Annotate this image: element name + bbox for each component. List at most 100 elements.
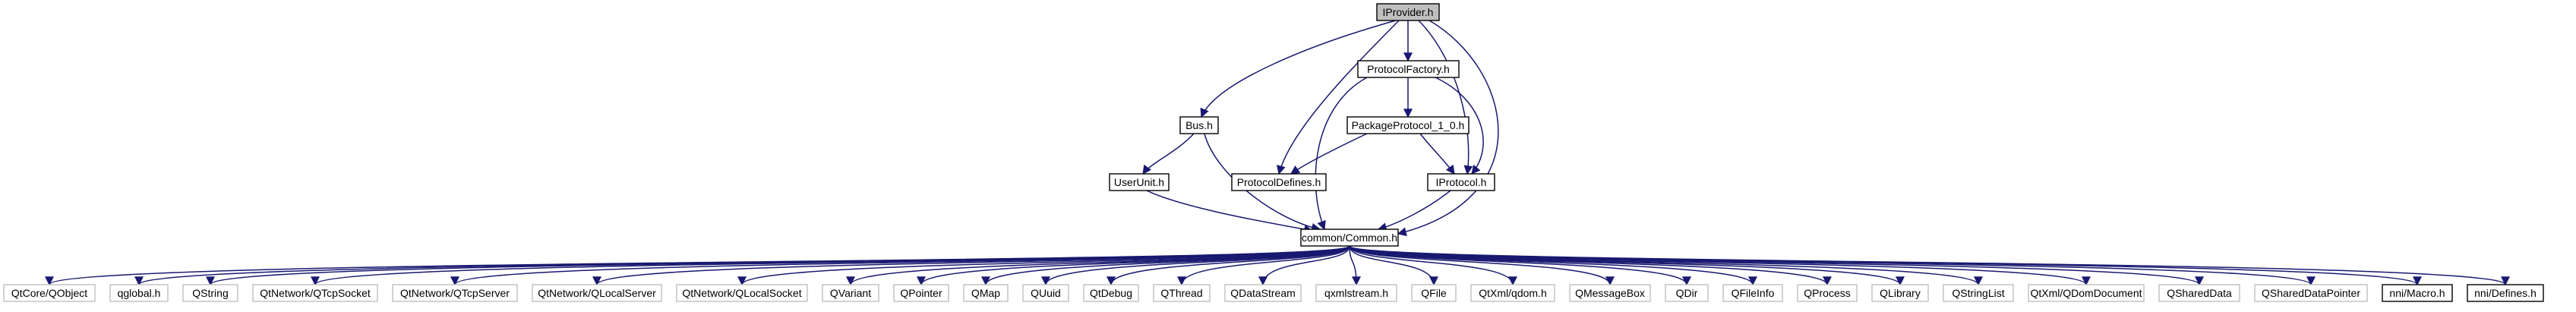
edge-common-to-qxmlstream xyxy=(1349,245,1361,286)
edge-common-to-qpointer xyxy=(917,245,1350,286)
node-label-qlocalsocket: QtNetwork/QLocalSocket xyxy=(682,287,801,299)
node-label-nnidefines: nni/Defines.h xyxy=(2474,287,2537,299)
node-box-qdom xyxy=(1470,284,1555,302)
node-box-qmessagebox xyxy=(1569,284,1651,302)
node-label-protocoldefines: ProtocolDefines.h xyxy=(1237,176,1321,188)
node-qdatastream: QDataStream xyxy=(1224,284,1302,302)
node-userunit[interactable]: UserUnit.h xyxy=(1109,173,1170,191)
node-label-qstringlist: QStringList xyxy=(1952,287,2004,299)
node-label-protocolfactory: ProtocolFactory.h xyxy=(1367,63,1450,75)
node-label-qpointer: QPointer xyxy=(900,287,942,299)
node-box-packageprotocol xyxy=(1346,116,1470,134)
node-label-qprocess: QProcess xyxy=(1804,287,1850,299)
edge-iprovider-to-common xyxy=(1397,20,1499,237)
node-box-qdomdocument xyxy=(2028,284,2145,302)
node-qmap: QMap xyxy=(963,284,1009,302)
node-nnidefines[interactable]: nni/Defines.h xyxy=(2467,284,2544,302)
edge-userunit-to-common xyxy=(1146,190,1314,234)
node-box-nnimacro xyxy=(2382,284,2453,302)
node-box-qlocalsocket xyxy=(676,284,808,302)
node-qvariant: QVariant xyxy=(822,284,879,302)
node-packageprotocol[interactable]: PackageProtocol_1_0.h xyxy=(1346,116,1470,134)
node-qxmlstream: qxmlstream.h xyxy=(1315,284,1397,302)
edge-iprovider-to-iprotocol xyxy=(1418,20,1473,175)
node-label-userunit: UserUnit.h xyxy=(1114,176,1164,188)
edge-packageprotocol-to-protocoldefines xyxy=(1290,133,1368,175)
edge-common-to-qmap xyxy=(981,245,1350,286)
node-qstring: QString xyxy=(182,284,238,302)
edge-common-to-qlocalserver xyxy=(592,245,1350,286)
node-box-qprocess xyxy=(1797,284,1858,302)
node-box-iprovider xyxy=(1376,3,1440,21)
node-qdomdocument: QtXml/QDomDocument xyxy=(2028,284,2145,302)
node-label-qvariant: QVariant xyxy=(830,287,871,299)
node-box-quuid xyxy=(1022,284,1069,302)
node-label-qshareddata: QSharedData xyxy=(2167,287,2232,299)
node-iprovider[interactable]: IProvider.h xyxy=(1376,3,1440,21)
node-box-qlocalserver xyxy=(532,284,662,302)
node-box-protocolfactory xyxy=(1357,60,1460,78)
node-box-qshareddatapointer xyxy=(2254,284,2368,302)
node-common[interactable]: common/Common.h xyxy=(1300,228,1399,247)
node-label-qmap: QMap xyxy=(971,287,1000,299)
edge-common-to-qdatastream xyxy=(1258,245,1350,286)
node-quuid: QUuid xyxy=(1022,284,1069,302)
node-qtcpsocket: QtNetwork/QTcpSocket xyxy=(252,284,378,302)
node-label-bus: Bus.h xyxy=(1185,119,1213,131)
node-qthread: QThread xyxy=(1153,284,1211,302)
node-box-qvariant xyxy=(822,284,879,302)
edge-common-to-qthread xyxy=(1177,245,1350,286)
node-label-qdom: QtXml/qdom.h xyxy=(1479,287,1546,299)
node-box-qlibrary xyxy=(1871,284,1929,302)
node-box-qglobal xyxy=(109,284,169,302)
node-label-qmessagebox: QMessageBox xyxy=(1575,287,1645,299)
node-box-qtcpserver xyxy=(392,284,518,302)
node-label-qdatastream: QDataStream xyxy=(1230,287,1296,299)
node-protocolfactory[interactable]: ProtocolFactory.h xyxy=(1357,60,1460,78)
edge-bus-to-common xyxy=(1204,133,1321,232)
node-label-qxmlstream: qxmlstream.h xyxy=(1324,287,1388,299)
node-qstringlist: QStringList xyxy=(1943,284,2014,302)
edge-common-to-qfile xyxy=(1349,245,1438,286)
node-nnimacro[interactable]: nni/Macro.h xyxy=(2382,284,2453,302)
node-label-qtcpsocket: QtNetwork/QTcpSocket xyxy=(260,287,371,299)
edge-common-to-qmessagebox xyxy=(1349,245,1615,286)
edge-iprovider-to-bus xyxy=(1200,20,1397,118)
edge-bus-to-userunit xyxy=(1142,133,1195,175)
node-box-qstring xyxy=(182,284,238,302)
node-qtcpserver: QtNetwork/QTcpServer xyxy=(392,284,518,302)
node-label-qglobal: qglobal.h xyxy=(118,287,161,299)
node-box-protocoldefines xyxy=(1231,173,1327,191)
node-box-qmap xyxy=(963,284,1009,302)
edge-common-to-qdom xyxy=(1349,245,1517,286)
node-box-qthread xyxy=(1153,284,1211,302)
node-qdir: QDir xyxy=(1665,284,1709,302)
node-label-qdomdocument: QtXml/QDomDocument xyxy=(2030,287,2142,299)
node-qpointer: QPointer xyxy=(893,284,949,302)
node-label-nnimacro: nni/Macro.h xyxy=(2389,287,2445,299)
edge-common-to-qfileinfo xyxy=(1349,245,1757,286)
node-label-qlocalserver: QtNetwork/QLocalServer xyxy=(538,287,656,299)
node-label-qfileinfo: QFileInfo xyxy=(1732,287,1775,299)
node-label-qshareddatapointer: QSharedDataPointer xyxy=(2262,287,2360,299)
node-qlocalsocket: QtNetwork/QLocalSocket xyxy=(676,284,808,302)
node-iprotocol[interactable]: IProtocol.h xyxy=(1427,173,1495,191)
node-qfile: QFile xyxy=(1411,284,1457,302)
node-label-qlibrary: QLibrary xyxy=(1880,287,1921,299)
edge-common-to-nnidefines xyxy=(1349,245,2510,286)
edge-protocolfactory-to-iprotocol xyxy=(1435,77,1484,175)
node-box-qxmlstream xyxy=(1315,284,1397,302)
node-qlocalserver: QtNetwork/QLocalServer xyxy=(532,284,662,302)
node-label-quuid: QUuid xyxy=(1031,287,1061,299)
node-qdom: QtXml/qdom.h xyxy=(1470,284,1555,302)
node-box-qstringlist xyxy=(1943,284,2014,302)
node-qshareddatapointer: QSharedDataPointer xyxy=(2254,284,2368,302)
node-protocoldefines[interactable]: ProtocolDefines.h xyxy=(1231,173,1327,191)
node-box-iprotocol xyxy=(1427,173,1495,191)
node-qfileinfo: QFileInfo xyxy=(1722,284,1783,302)
node-bus[interactable]: Bus.h xyxy=(1179,116,1219,134)
node-box-qshareddata xyxy=(2158,284,2240,302)
node-label-qobject: QtCore/QObject xyxy=(11,287,87,299)
